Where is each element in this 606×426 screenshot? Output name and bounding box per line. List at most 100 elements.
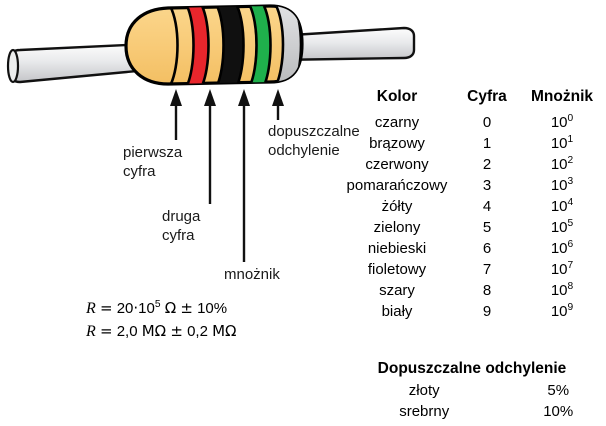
cell-multiplier-exp: 7	[567, 260, 574, 271]
callout-multiplier-line1: mnożnik	[224, 266, 280, 283]
cell-digit: 0	[482, 114, 492, 131]
table-header-row: Kolor Cyfra Mnożnik	[338, 88, 606, 112]
cell-multiplier-exp: 2	[567, 155, 574, 166]
equation-1-unit: Ω	[164, 299, 177, 317]
header-multiplier: Mnożnik	[531, 88, 593, 105]
cell-color: brązowy	[369, 135, 425, 152]
cell-multiplier-base: 10	[550, 240, 568, 257]
cell-digit: 4	[482, 198, 492, 215]
equation-1-dot: ·	[133, 299, 139, 317]
table-row: czarny 0 100	[338, 112, 606, 133]
callout-second-digit-line2: cyfra	[162, 227, 195, 244]
cell-digit: 8	[482, 282, 492, 299]
cell-multiplier-base: 10	[550, 198, 568, 215]
equation-2-value: 2,0	[116, 323, 138, 340]
table-row: żółty 4 104	[338, 196, 606, 217]
cell-multiplier: 104	[550, 197, 574, 215]
cell-color: zielony	[373, 219, 421, 236]
cell-multiplier-exp: 3	[567, 176, 574, 187]
equation-2-unit: MΩ	[141, 322, 167, 340]
equation-1-plusminus: ±	[180, 299, 193, 317]
cell-multiplier-base: 10	[550, 282, 568, 299]
table-row: zielony 5 105	[338, 217, 606, 238]
cell-color: szary	[379, 282, 415, 299]
callout-first-digit-line2: cyfra	[123, 163, 156, 180]
cell-multiplier: 109	[550, 302, 574, 320]
cell-color: fioletowy	[367, 261, 427, 278]
table-row: pomarańczowy 3 103	[338, 175, 606, 196]
band-1-first-digit	[186, 6, 209, 84]
equation-1-mantissa: 20	[116, 300, 134, 317]
cell-multiplier: 103	[550, 176, 574, 194]
cell-color: żółty	[381, 198, 413, 215]
cell-multiplier: 106	[550, 239, 574, 257]
cell-color: biały	[381, 303, 413, 320]
table-row: fioletowy 7 107	[338, 259, 606, 280]
cell-multiplier-base: 10	[550, 135, 568, 152]
equation-2-equals: =	[99, 322, 113, 340]
color-code-table: Kolor Cyfra Mnożnik czarny 0 100 brązowy…	[338, 88, 606, 322]
cell-multiplier-exp: 5	[567, 218, 574, 229]
table-row: czerwony 2 102	[338, 154, 606, 175]
band-pointer-arrows	[170, 89, 284, 262]
cell-digit: 3	[482, 177, 492, 194]
tolerance-row: srebrny 10%	[338, 401, 606, 422]
band-3-multiplier	[249, 6, 271, 84]
resistance-equations: R = 20·105 Ω ± 10% R = 2,0 MΩ ± 0,2 MΩ	[86, 297, 237, 343]
arrow-first-digit	[170, 89, 182, 140]
callout-first-digit-line1: pierwsza	[123, 144, 183, 161]
equation-1-variable: R	[86, 300, 96, 317]
cell-digit: 1	[482, 135, 492, 152]
cell-digit: 2	[482, 156, 492, 173]
equation-1-exponent: 5	[154, 299, 161, 310]
cell-multiplier: 101	[550, 134, 574, 152]
resistor-body	[124, 4, 304, 86]
callout-multiplier: mnożnik	[224, 265, 280, 284]
cell-digit: 9	[482, 303, 492, 320]
table-row: biały 9 109	[338, 301, 606, 322]
table-row: niebieski 6 106	[338, 238, 606, 259]
tolerance-table: Dopuszczalne odchylenie złoty 5% srebrny…	[338, 358, 606, 422]
cell-multiplier-base: 10	[550, 303, 568, 320]
cell-multiplier-base: 10	[550, 114, 568, 131]
cell-multiplier-exp: 6	[567, 239, 574, 250]
tolerance-value: 10%	[543, 403, 574, 420]
callout-first-digit: pierwsza cyfra	[123, 143, 182, 181]
arrow-tolerance	[272, 89, 284, 120]
cell-multiplier: 108	[550, 281, 574, 299]
callout-second-digit: druga cyfra	[162, 207, 200, 245]
equation-1-equals: =	[99, 299, 113, 317]
header-digit: Cyfra	[467, 88, 507, 105]
table-body: czarny 0 100 brązowy 1 101 czerwony 2 10…	[338, 112, 606, 322]
cell-multiplier-base: 10	[550, 177, 568, 194]
cell-multiplier-exp: 4	[567, 197, 574, 208]
arrow-second-digit	[204, 89, 216, 204]
cell-digit: 5	[482, 219, 492, 236]
equation-2-uncertainty: 0,2	[187, 323, 208, 340]
equation-1-base: 10	[138, 300, 155, 317]
equation-2-uncertainty-unit: MΩ	[212, 322, 237, 340]
callout-tolerance-line2: odchylenie	[268, 142, 340, 159]
tolerance-color: złoty	[408, 382, 440, 399]
cell-digit: 6	[482, 240, 492, 257]
cell-color: pomarańczowy	[346, 177, 448, 194]
callout-tolerance-line1: dopuszczalne	[268, 123, 360, 140]
cell-color: czarny	[374, 114, 420, 131]
tolerance-value: 5%	[547, 382, 570, 399]
band-4-tolerance	[274, 6, 301, 84]
tolerance-row: złoty 5%	[338, 380, 606, 401]
cell-multiplier-exp: 1	[567, 134, 574, 145]
cell-multiplier-exp: 0	[567, 113, 574, 124]
cell-multiplier-exp: 9	[567, 302, 574, 313]
equation-line-1: R = 20·105 Ω ± 10%	[86, 297, 237, 320]
header-color: Kolor	[376, 88, 418, 105]
cell-multiplier-exp: 8	[567, 281, 574, 292]
cell-multiplier: 100	[550, 113, 574, 131]
equation-1-tolerance: 10%	[197, 300, 228, 317]
cell-multiplier-base: 10	[550, 261, 568, 278]
cell-multiplier: 107	[550, 260, 574, 278]
cell-multiplier-base: 10	[550, 219, 568, 236]
callout-tolerance: dopuszczalne odchylenie	[268, 122, 360, 160]
